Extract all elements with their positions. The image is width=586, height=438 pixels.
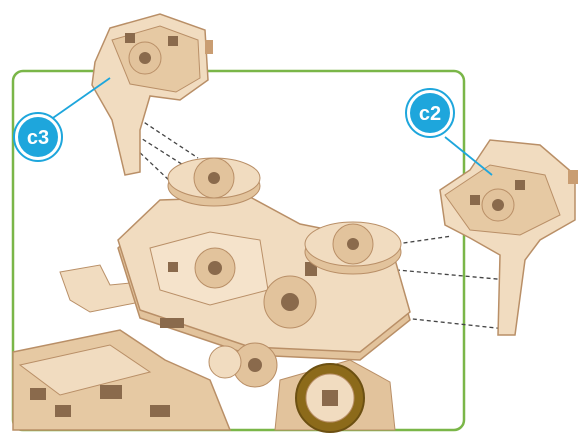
part-c3 [92, 14, 213, 175]
c3-callout: c3 [14, 113, 62, 161]
c2-callout: c2 [406, 89, 454, 137]
top-gear [168, 158, 260, 206]
c3-label: c3 [27, 127, 49, 149]
c2-label: c2 [419, 103, 441, 125]
body-plates [118, 197, 410, 360]
part-c2 [440, 140, 578, 335]
right-gear [305, 222, 401, 274]
